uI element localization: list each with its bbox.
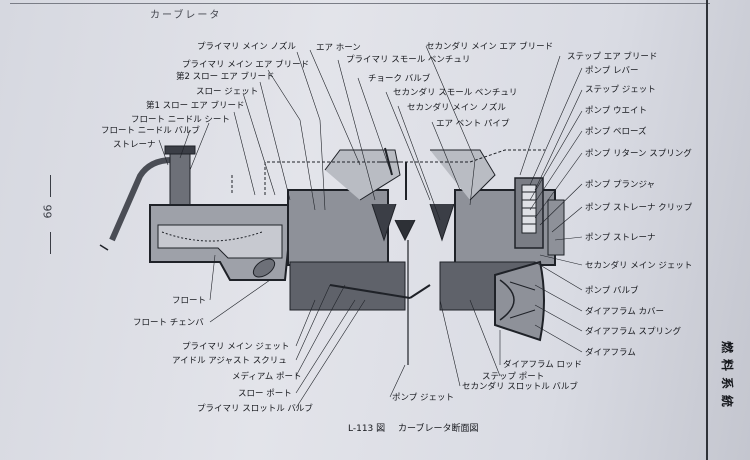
leader-lines	[158, 45, 583, 409]
figure-number: L-113 図	[348, 424, 386, 434]
pump-bellows	[521, 184, 537, 234]
label-second-slow-air-bleed: 第2 スロー エア ブリード	[176, 72, 275, 82]
label-pump-jet: ポンプ ジェット	[392, 393, 454, 403]
label-float-chamber: フロート チェンバ	[133, 318, 204, 328]
throttle-linkage-left	[329, 284, 411, 299]
label-pump-return-spring: ポンプ リターン スプリング	[585, 149, 692, 159]
label-slow-jet: スロー ジェット	[196, 87, 259, 97]
air-bleed-passage	[264, 149, 545, 195]
fuel-hose-end	[99, 244, 109, 251]
margin-rule	[706, 0, 708, 460]
page-number-dash	[50, 232, 51, 254]
label-primary-small-venturi: プライマリ スモール ベンチュリ	[346, 55, 471, 65]
header-rule	[10, 3, 710, 4]
page-number-dash	[50, 175, 51, 197]
label-primary-main-air-bleed: プライマリ メイン エア ブリード	[182, 60, 310, 70]
diaphragm-spring-line	[509, 309, 536, 319]
label-strainer: ストレーナ	[113, 140, 156, 150]
label-float-needle-valve: フロート ニードル バルブ	[101, 126, 200, 136]
figure-caption: L-113 図 カーブレータ断面図	[348, 421, 479, 434]
label-diaphragm-spring: ダイアフラム スプリング	[585, 327, 681, 337]
float-chamber-plug	[252, 258, 276, 278]
throttle-valve-center	[394, 219, 416, 242]
label-slow-port: スロー ポート	[238, 389, 292, 399]
label-primary-throttle-valve: プライマリ スロットル バルブ	[197, 404, 313, 414]
secondary-venturi	[429, 203, 455, 242]
float-chamber-fuel	[157, 224, 283, 259]
label-first-slow-air-bleed: 第1 スロー エア ブリード	[146, 101, 245, 111]
label-primary-main-nozzle: プライマリ メイン ノズル	[197, 42, 296, 52]
throttle-body-left	[289, 261, 406, 311]
label-secondary-main-air-bleed: セカンダリ メイン エア ブリード	[426, 42, 554, 52]
label-primary-main-jet: プライマリ メイン ジェット	[182, 342, 290, 352]
primary-venturi	[371, 203, 397, 242]
pump-strainer-housing	[547, 199, 565, 256]
label-secondary-main-nozzle: セカンダリ メイン ノズル	[407, 103, 506, 113]
label-step-air-bleed: ステップ エア ブリード	[567, 52, 658, 62]
label-float: フロート	[172, 296, 207, 306]
label-pump-weight: ポンプ ウエイト	[585, 106, 647, 116]
label-diaphragm-rod: ダイアフラム ロッド	[503, 360, 582, 370]
figure-title: カーブレータ断面図	[398, 424, 479, 434]
label-diaphragm: ダイアフラム	[585, 348, 636, 358]
diaphragm-membrane	[499, 279, 515, 321]
label-secondary-small-venturi: セカンダリ スモール ベンチュリ	[393, 88, 518, 98]
primary-barrel-body	[287, 189, 389, 266]
label-secondary-throttle-valve: セカンダリ スロットル バルブ	[462, 382, 578, 392]
label-float-needle-seat: フロート ニードル シート	[131, 115, 230, 125]
label-diaphragm-cover: ダイアフラム カバー	[585, 307, 664, 317]
label-step-port: ステップ ポート	[482, 372, 545, 382]
label-pump-valve: ポンプ バルブ	[585, 286, 639, 296]
label-pump-plunger: ポンプ プランジャ	[585, 180, 656, 190]
label-air-vent-pipe: エア ベント パイプ	[436, 119, 510, 129]
label-pump-strainer-clip: ポンプ ストレーナ クリップ	[585, 203, 693, 213]
label-choke-valve: チョーク バルブ	[368, 74, 431, 84]
strainer-body	[169, 149, 191, 206]
pump-spring-coils	[522, 191, 536, 225]
label-secondary-main-jet: セカンダリ メイン ジェット	[585, 261, 693, 271]
strainer-cap	[164, 145, 196, 155]
label-step-jet: ステップ ジェット	[585, 85, 656, 95]
label-pump-bellows: ポンプ ベローズ	[585, 127, 647, 137]
section-header: カーブレータ	[150, 10, 222, 21]
label-pump-strainer: ポンプ ストレーナ	[585, 233, 656, 243]
label-air-horn: エア ホーン	[316, 43, 361, 53]
throttle-linkage-right	[409, 284, 431, 299]
diaphragm-spring-line	[509, 281, 536, 291]
diaphragm-housing	[494, 260, 545, 342]
label-medium-port: メディアム ポート	[232, 372, 302, 382]
label-idle-adjust-screw: アイドル アジャスト スクリュ	[172, 356, 287, 366]
label-pump-lever: ポンプ レバー	[585, 66, 639, 76]
